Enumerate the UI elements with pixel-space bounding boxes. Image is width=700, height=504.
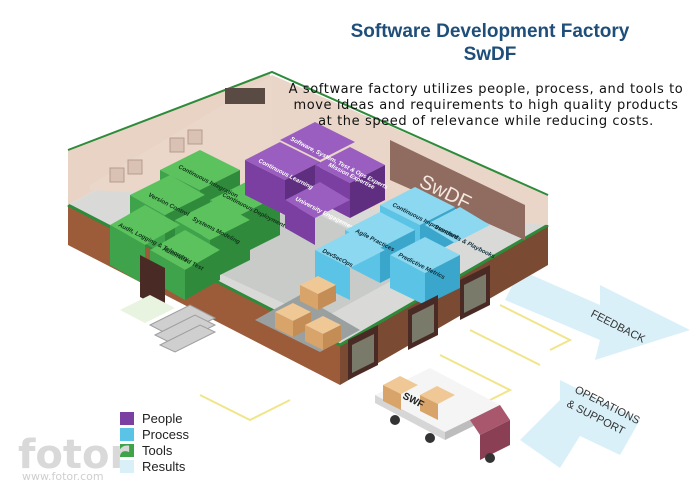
legend-swatch-people <box>120 411 134 425</box>
description-line-3: at the speed of relevance while reducing… <box>318 114 654 129</box>
parking-lines <box>199 304 573 422</box>
page-subtitle: SwDF <box>463 44 517 65</box>
legend-swatch-results <box>120 459 134 473</box>
wall-vents <box>109 129 203 183</box>
delivery-truck <box>375 368 510 463</box>
description-line-2: move ideas and requirements to high qual… <box>293 98 679 113</box>
people-group <box>245 122 385 245</box>
legend-item-tools: Tools <box>120 442 189 458</box>
ramp <box>120 295 175 323</box>
legend-label-people: People <box>142 410 183 426</box>
wall-trim <box>67 70 549 196</box>
tools-group <box>110 150 280 300</box>
base-wall-front-right <box>340 225 548 385</box>
feedback-arrow <box>505 270 690 360</box>
legend-item-process: Process <box>120 426 189 442</box>
stairs <box>148 304 217 353</box>
process-group <box>315 187 490 305</box>
description-line-1: A software factory utilizes people, proc… <box>288 82 684 97</box>
watermark-logo: fotor <box>18 432 130 478</box>
loading-docks <box>140 255 490 380</box>
legend-label-process: Process <box>142 426 189 442</box>
legend-item-people: People <box>120 410 189 426</box>
operations-arrow <box>520 380 640 468</box>
watermark-url: www.fotor.com <box>22 470 104 483</box>
legend-swatch-process <box>120 427 134 441</box>
vent-panel <box>225 88 265 104</box>
back-wall-left-high <box>68 72 270 180</box>
legend-label-tools: Tools <box>142 442 173 458</box>
cardboard-boxes <box>275 276 341 350</box>
swdf-wall <box>390 140 525 240</box>
legend-label-results: Results <box>142 458 186 474</box>
legend-swatch-tools <box>120 443 134 457</box>
legend-item-results: Results <box>120 458 189 474</box>
legend: People Process Tools Results <box>120 410 189 474</box>
page-title: Software Development Factory <box>350 21 630 42</box>
